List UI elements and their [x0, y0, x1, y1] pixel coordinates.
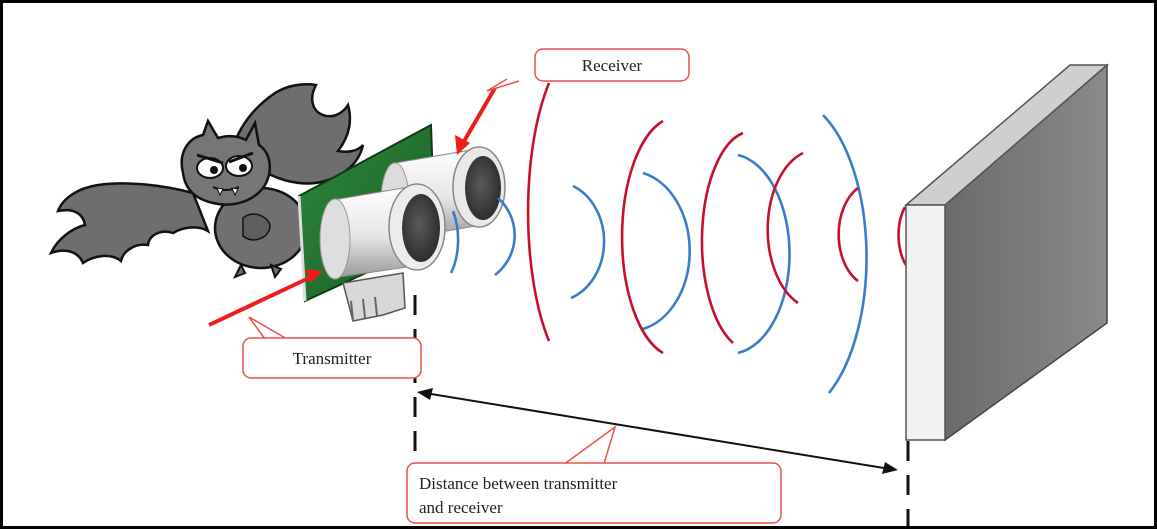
distance-label-line2: and receiver [419, 498, 503, 517]
wave-red [837, 186, 859, 283]
transmitter-arrow [208, 275, 312, 327]
sound-waves [449, 82, 910, 394]
pointer-arrows [208, 86, 497, 327]
wave-blue [449, 210, 460, 274]
bat-wing-left [48, 182, 211, 265]
wave-blue [642, 171, 691, 331]
receiver-arrow [461, 86, 497, 145]
transmitter-cylinder [319, 183, 446, 280]
wave-blue [570, 184, 606, 300]
obstacle-front [905, 204, 946, 441]
receiver-label: Receiver [582, 56, 643, 75]
wave-blue [737, 153, 791, 355]
distance-arrow [424, 392, 891, 470]
obstacle-wall [903, 63, 1110, 442]
wave-red [700, 131, 744, 344]
wave-red [766, 151, 804, 305]
wave-red [897, 206, 910, 269]
arrowhead-left [417, 388, 433, 400]
ultrasonic-diagram: Receiver Transmitter Distance between tr… [48, 48, 1110, 526]
wave-blue [822, 114, 868, 394]
receiver-mesh [465, 156, 501, 220]
ultrasonic-sensor [297, 123, 506, 322]
transmitter-mesh [402, 194, 440, 262]
callout-receiver: Receiver [486, 48, 690, 92]
sensor-connector [342, 272, 406, 322]
distance-label-line1: Distance between transmitter [419, 474, 618, 493]
wave-blue [494, 197, 516, 277]
distance-indicator [413, 295, 910, 526]
transmitter-label: Transmitter [293, 349, 372, 368]
wave-red [620, 119, 664, 355]
arrowhead-right [882, 462, 898, 474]
bat-illustration [48, 83, 365, 280]
callout-distance: Distance between transmitter and receive… [406, 425, 782, 524]
wave-red [526, 82, 551, 342]
callout-transmitter: Transmitter [242, 316, 422, 379]
